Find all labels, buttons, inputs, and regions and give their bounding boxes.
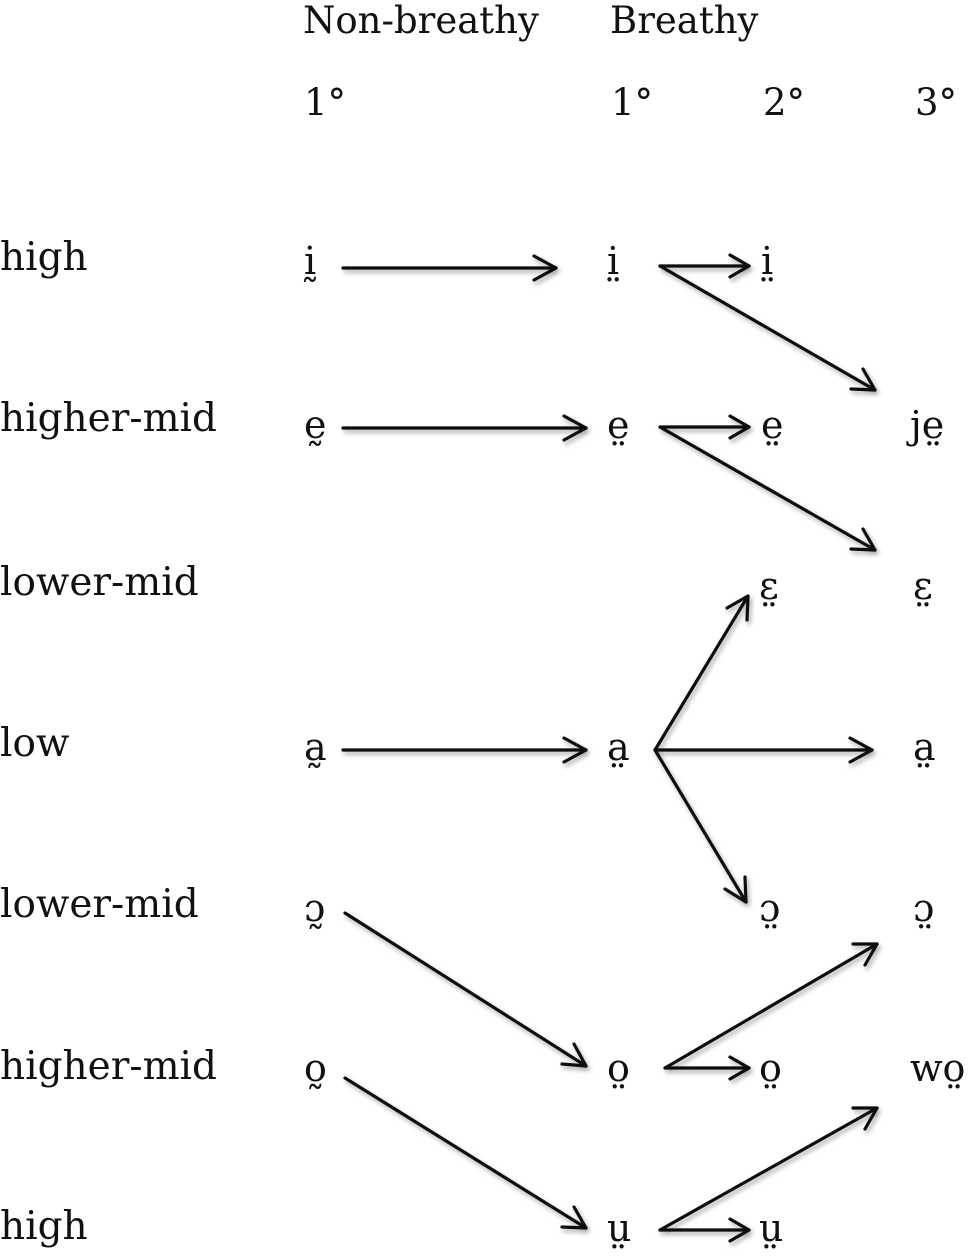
header-non-breathy: Non-breathy [303,0,539,42]
level-label-lower-mid-front: lower-mid [0,560,199,605]
level-label-higher-mid-front: higher-mid [0,396,217,441]
arrow-a-to-breathy-a [341,736,588,764]
degree-label-nonbreathy-1: 1° [304,81,347,124]
arrow-i-to-breathy-i [341,254,558,282]
vowel-nonbreathy-o: o̰ [304,1046,327,1090]
degree-label-breathy-3: 3° [915,81,958,124]
level-label-high-front: high [0,235,88,280]
arrow-breathy-u-to-u2 [658,1217,751,1243]
arrow-breathy-a-to-open-o2 [653,748,748,904]
vowel-breathy2-open-e: ɛ̤ [759,564,779,608]
arrow-breathy-e-to-e2 [658,414,751,440]
arrow-e-to-breathy-e [341,414,588,442]
level-label-higher-mid-back: higher-mid [0,1044,217,1089]
arrow-breathy-a-to-open-e2 [653,594,750,752]
vowel-breathy1-o: o̤ [607,1046,630,1090]
arrow-breathy-u-to-wo [658,1106,879,1232]
vowel-nonbreathy-e: ḛ [304,403,327,447]
vowel-breathy1-e: e̤ [607,403,630,447]
vowel-nonbreathy-a: a̰ [304,725,327,769]
vowel-breathy2-u: ṳ [759,1206,784,1250]
vowel-breathy1-a: a̤ [607,725,630,769]
arrow-breathy-a-to-a3 [653,736,874,764]
arrow-breathy-e-to-open-e3 [658,425,877,552]
vowel-breathy3-open-o: ɔ̤ [913,886,935,930]
arrow-breathy-i-to-je [658,264,877,392]
vowel-nonbreathy-open-o: ɔ̰ [304,886,326,930]
vowel-breathy2-e: e̤ [761,403,784,447]
degree-label-breathy-2: 2° [763,81,806,124]
vowel-breathy2-o: o̤ [759,1046,782,1090]
vowel-breathy2-i: i̤ [761,239,774,283]
arrow-breathy-i-to-i2 [658,253,751,279]
degree-label-breathy-1: 1° [611,81,654,124]
vowel-breathy2-open-o: ɔ̤ [759,886,781,930]
level-label-high-back: high [0,1204,88,1249]
vowel-breathy3-open-e: ɛ̤ [913,564,933,608]
vowel-breathy1-u: ṳ [607,1206,632,1250]
arrow-o-to-breathy-u [343,1076,588,1230]
vowel-breathy3-wo: wo̤ [910,1046,966,1090]
level-label-low: low [0,721,70,766]
arrow-breathy-o-to-o2 [663,1055,751,1081]
vowel-breathy3-a: a̤ [913,725,936,769]
level-label-lower-mid-back: lower-mid [0,882,199,927]
vowel-breathy3-je: je̤ [910,403,945,447]
vowel-nonbreathy-i: ḭ [304,239,317,283]
header-breathy: Breathy [610,0,759,42]
arrow-open-o-to-breathy-o [343,911,588,1068]
arrow-breathy-o-to-open-o3 [663,942,879,1070]
vowel-breathy1-i: i̤ [607,239,620,283]
